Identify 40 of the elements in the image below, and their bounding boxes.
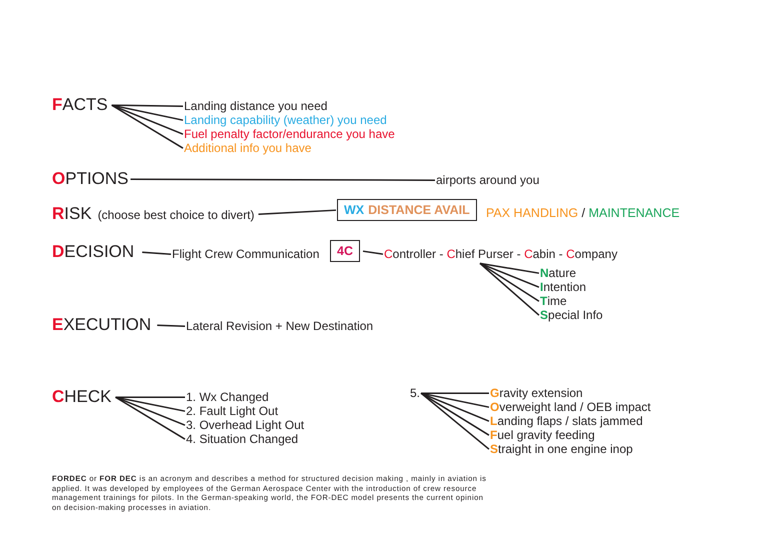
connector-line (420, 392, 490, 436)
connector-line (420, 392, 490, 422)
connector-line (480, 262, 540, 302)
heading-text: OPTIONS (52, 169, 129, 190)
item-text: Controller - Chief Purser - Cabin - Company (384, 245, 618, 264)
connector-line (116, 396, 185, 398)
connector-line (480, 262, 540, 288)
item-text: Lateral Revision + New Destination (186, 317, 374, 336)
note-text: PAX HANDLING / MAINTENANCE (486, 206, 680, 220)
box-text: 4C (337, 244, 353, 258)
box-text: DISTANCE AVAIL (368, 203, 470, 217)
item-text: 5. (410, 384, 420, 402)
connector-line (142, 251, 172, 255)
heading-text: DECISION (52, 242, 134, 262)
connector-line (115, 396, 186, 440)
heading-text: CHECK (52, 387, 112, 408)
connector-line (421, 392, 489, 394)
note-text: (choose best choice to divert) (98, 209, 254, 223)
item-text: Flight Crew Communication (172, 245, 320, 264)
heading-text: RISK (52, 204, 92, 224)
connector-line (115, 396, 186, 412)
connector-line (480, 262, 540, 316)
item-text: airports around you (436, 171, 540, 190)
connector-line (111, 104, 184, 149)
outlined-box (337, 199, 477, 222)
connector-line (157, 324, 186, 327)
connector-line (112, 104, 184, 107)
heading-text: EXECUTION (52, 315, 152, 336)
connector-line (115, 396, 186, 426)
connector-line (130, 178, 435, 181)
connector-line (112, 104, 184, 121)
box-text: WX (344, 203, 364, 217)
connector-line (111, 104, 184, 135)
connector-line (480, 262, 540, 274)
connector-line (420, 392, 490, 408)
connector-line (420, 392, 490, 450)
outlined-box (330, 240, 360, 262)
connector-line (362, 250, 384, 255)
connector-line (258, 209, 336, 215)
heading-text: FACTS (52, 95, 108, 116)
